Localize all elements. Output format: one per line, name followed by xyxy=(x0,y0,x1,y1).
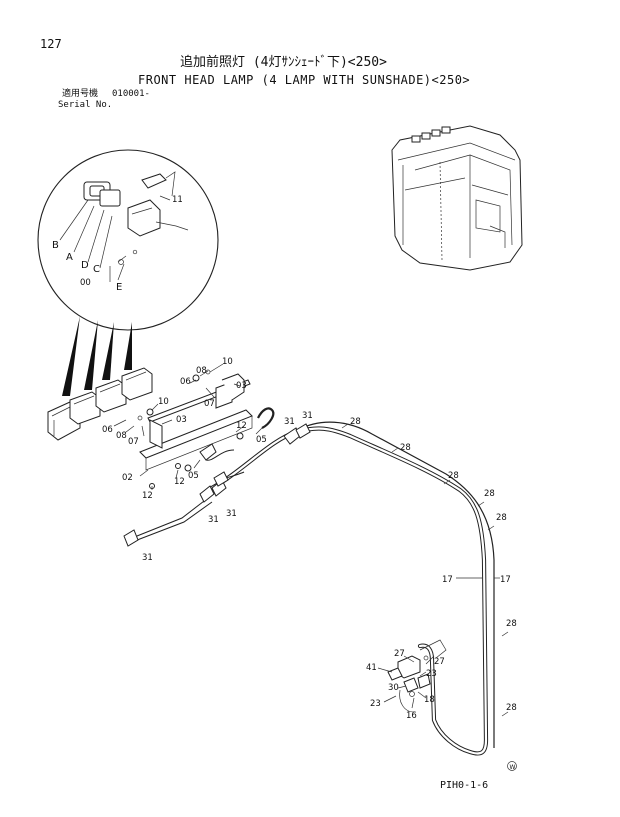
inset-letter-b: B xyxy=(52,240,59,251)
callout-31a: 31 xyxy=(284,417,295,427)
callout-08a: 08 xyxy=(196,366,207,376)
callout-28e: 28 xyxy=(496,513,507,523)
callout-02: 02 xyxy=(122,473,133,483)
callout-30: 30 xyxy=(388,683,399,693)
callout-07a: 07 xyxy=(204,399,215,409)
serial-value: 010001- xyxy=(112,89,150,99)
callout-16: 16 xyxy=(406,711,417,721)
serial-label-en: Serial No. xyxy=(58,100,113,110)
wire-harness: W xyxy=(123,421,517,771)
callout-07b: 07 xyxy=(128,437,139,447)
inset-pointers xyxy=(62,316,132,396)
callout-00: 00 xyxy=(80,278,91,288)
assembly-leaders xyxy=(113,363,263,490)
callouts: 10 08 06 07 03 10 03 06 08 07 12 05 05 0… xyxy=(102,357,517,721)
callout-17b: 17 xyxy=(500,575,511,585)
callout-10a: 10 xyxy=(222,357,233,367)
callout-28g: 28 xyxy=(506,703,517,713)
inset-letter-e: E xyxy=(116,282,122,293)
inset-letter-a: A xyxy=(66,252,73,263)
title-english: FRONT HEAD LAMP (4 LAMP WITH SUNSHADE)<2… xyxy=(138,73,471,87)
page-number: 127 xyxy=(40,37,62,51)
inset-detail-circle xyxy=(37,149,219,331)
callout-27b: 27 xyxy=(434,657,445,667)
callout-12a: 12 xyxy=(236,421,247,431)
serial-label-jp: 適用号機 xyxy=(62,89,99,99)
callout-23b: 23 xyxy=(370,699,381,709)
callout-12c: 12 xyxy=(142,491,153,501)
title-japanese: 追加前照灯 (4灯ｻﾝｼｪｰﾄﾞ下)<250> xyxy=(180,55,387,70)
callout-28a: 28 xyxy=(350,417,361,427)
callout-12b: 12 xyxy=(174,477,185,487)
cab-illustration xyxy=(391,125,523,271)
callout-28c: 28 xyxy=(448,471,459,481)
inset-letter-d: D xyxy=(81,260,89,271)
footer-code: PIH0-1-6 xyxy=(440,780,489,791)
callout-11: 11 xyxy=(172,195,183,205)
callout-23a: 23 xyxy=(426,669,437,679)
callout-31b: 31 xyxy=(302,411,313,421)
callout-06a: 06 xyxy=(180,377,191,387)
callout-08b: 08 xyxy=(116,431,127,441)
callout-31e: 31 xyxy=(142,553,153,563)
callout-28b: 28 xyxy=(400,443,411,453)
callout-28f: 28 xyxy=(506,619,517,629)
callout-31c: 31 xyxy=(208,515,219,525)
callout-05a: 05 xyxy=(256,435,267,445)
callout-05b: 05 xyxy=(188,471,199,481)
callout-27a: 27 xyxy=(394,649,405,659)
callout-31d: 31 xyxy=(226,509,237,519)
lamp-assembly xyxy=(47,367,275,489)
callout-03b: 03 xyxy=(176,415,187,425)
callout-28d: 28 xyxy=(484,489,495,499)
callout-10b: 10 xyxy=(158,397,169,407)
callout-03a: 03 xyxy=(236,381,247,391)
svg-text:W: W xyxy=(510,764,516,771)
callout-06b: 06 xyxy=(102,425,113,435)
callout-18: 18 xyxy=(424,695,435,705)
inset-letter-c: C xyxy=(93,264,100,275)
callout-41: 41 xyxy=(366,663,377,673)
callout-17a: 17 xyxy=(442,575,453,585)
